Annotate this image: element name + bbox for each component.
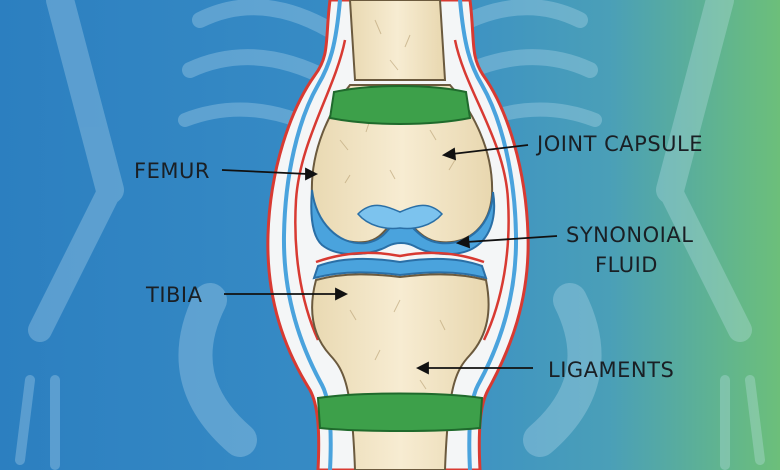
synovial-fluid (356, 204, 444, 230)
label-joint-capsule: JOINT CAPSULE (535, 132, 703, 156)
tibia-cartilage (312, 257, 488, 280)
tibia-arrowhead (335, 287, 349, 301)
synovial-fluid-arrow (465, 235, 558, 243)
femur-arrow (221, 169, 309, 175)
femur-shaft (348, 0, 447, 81)
ligament-band-upper (328, 85, 472, 125)
label-tibia: TIBIA (145, 283, 203, 307)
joint-capsule-arrowhead (441, 147, 457, 161)
synovial-membrane-right (458, 0, 519, 470)
synovial-membrane-left (281, 0, 342, 470)
vessel-right (453, 39, 510, 341)
joint-capsule-arrow (451, 144, 529, 155)
synovial-fluid-arrowhead (455, 235, 471, 249)
bone-texture (339, 19, 456, 431)
leader-lines (221, 144, 558, 375)
ligaments-arrowhead (415, 361, 429, 375)
label-synovial-fluid-line1: SYNONOIAL (566, 223, 693, 247)
joint-space-line (315, 251, 485, 264)
vessel-left (294, 39, 347, 341)
label-ligaments: LIGAMENTS (548, 358, 674, 382)
background-skeleton (15, 0, 765, 470)
femur-arrowhead (305, 167, 319, 181)
ligament-band-lower (316, 392, 484, 432)
label-femur: FEMUR (134, 159, 210, 183)
label-synovial-fluid-line2: FLUID (595, 253, 658, 277)
